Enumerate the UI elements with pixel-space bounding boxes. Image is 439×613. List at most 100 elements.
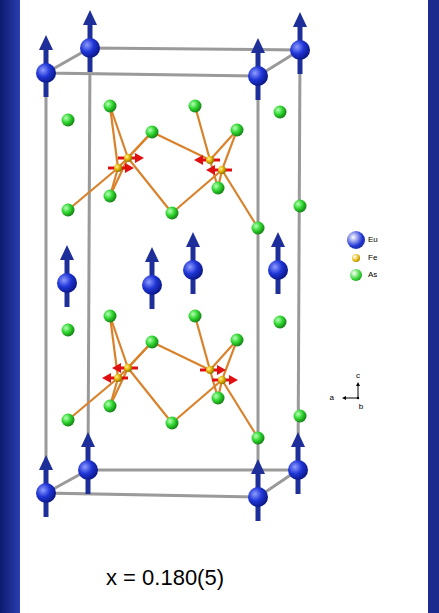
slide-border bbox=[428, 0, 439, 613]
axis-arrow bbox=[342, 396, 346, 400]
eu-atom bbox=[78, 460, 98, 480]
as-atom bbox=[146, 126, 159, 139]
slide-panel bbox=[20, 0, 428, 613]
eu-atom bbox=[268, 260, 288, 280]
as-atom bbox=[212, 392, 225, 405]
fe-atom bbox=[206, 366, 214, 374]
as-atom bbox=[212, 182, 225, 195]
fe-atom bbox=[206, 156, 214, 164]
legend-swatch bbox=[347, 231, 365, 249]
eu-atom bbox=[183, 260, 203, 280]
as-atom bbox=[252, 432, 265, 445]
axis-arrow bbox=[344, 398, 358, 399]
cell-edge bbox=[88, 48, 90, 470]
cell-edge bbox=[45, 73, 48, 493]
fe-as-bond bbox=[68, 168, 118, 210]
as-atom bbox=[62, 324, 75, 337]
as-atom bbox=[274, 316, 287, 329]
as-atom bbox=[189, 310, 202, 323]
axis-origin bbox=[357, 397, 359, 399]
eu-moment-arrow bbox=[293, 12, 307, 27]
fe-as-bond bbox=[152, 342, 210, 370]
as-atom bbox=[62, 204, 75, 217]
legend-text: Fe bbox=[368, 254, 377, 262]
as-atom bbox=[231, 124, 244, 137]
as-atom bbox=[62, 414, 75, 427]
axis-arrow bbox=[358, 384, 359, 398]
fe-moment-arrow bbox=[135, 153, 144, 163]
as-atom bbox=[104, 400, 117, 413]
legend-text: Eu bbox=[368, 236, 378, 244]
fe-moment-arrow bbox=[229, 375, 238, 385]
eu-moment-arrow bbox=[83, 10, 97, 25]
eu-atom bbox=[142, 275, 162, 295]
as-atom bbox=[294, 200, 307, 213]
axis-label: c bbox=[356, 372, 360, 380]
fe-as-bond bbox=[128, 158, 172, 213]
as-atom bbox=[104, 310, 117, 323]
eu-moment-arrow bbox=[291, 432, 305, 447]
composition-label: x = 0.180(5) bbox=[106, 567, 224, 589]
as-atom bbox=[274, 106, 287, 119]
eu-atom bbox=[248, 487, 268, 507]
fe-as-bond bbox=[118, 132, 152, 168]
fe-atom bbox=[218, 376, 226, 384]
as-atom bbox=[146, 336, 159, 349]
eu-atom bbox=[288, 460, 308, 480]
eu-moment-arrow bbox=[39, 35, 53, 50]
eu-atom bbox=[36, 483, 56, 503]
as-atom bbox=[104, 190, 117, 203]
fe-as-bond bbox=[110, 316, 128, 368]
fe-atom bbox=[218, 166, 226, 174]
fe-as-bond bbox=[118, 342, 152, 378]
axis-label: b bbox=[359, 403, 363, 411]
as-atom bbox=[189, 100, 202, 113]
fe-as-bond bbox=[222, 170, 258, 228]
eu-moment-arrow bbox=[81, 432, 95, 447]
fe-moment-arrow bbox=[112, 363, 121, 373]
as-atom bbox=[294, 410, 307, 423]
fe-atom bbox=[114, 374, 122, 382]
eu-atom bbox=[290, 40, 310, 60]
eu-moment-arrow bbox=[145, 247, 159, 262]
eu-atom bbox=[80, 38, 100, 58]
legend-swatch bbox=[352, 254, 360, 262]
slide-border bbox=[0, 0, 20, 613]
fe-atom bbox=[124, 364, 132, 372]
as-atom bbox=[252, 222, 265, 235]
as-atom bbox=[231, 334, 244, 347]
as-atom bbox=[104, 100, 117, 113]
eu-atom bbox=[36, 63, 56, 83]
fe-as-bond bbox=[128, 368, 172, 423]
fe-as-bond bbox=[222, 380, 258, 438]
eu-moment-arrow bbox=[251, 38, 265, 53]
legend-text: As bbox=[368, 271, 377, 279]
fe-moment-arrow bbox=[217, 365, 226, 375]
as-atom bbox=[62, 114, 75, 127]
fe-moment-arrow bbox=[206, 165, 215, 175]
fe-moment-arrow bbox=[125, 163, 134, 173]
fe-as-bond bbox=[110, 106, 128, 158]
axis-label: a bbox=[330, 394, 334, 402]
eu-moment-arrow bbox=[271, 232, 285, 247]
eu-moment-arrow bbox=[186, 232, 200, 247]
fe-atom bbox=[124, 154, 132, 162]
eu-atom bbox=[248, 66, 268, 86]
fe-as-bond bbox=[195, 316, 210, 370]
fe-as-bond bbox=[68, 378, 118, 420]
as-atom bbox=[166, 417, 179, 430]
fe-as-bond bbox=[195, 106, 210, 160]
eu-moment-arrow bbox=[39, 455, 53, 470]
fe-moment-arrow bbox=[194, 155, 203, 165]
eu-moment-arrow bbox=[251, 459, 265, 474]
legend-swatch bbox=[350, 269, 362, 281]
fe-moment-arrow bbox=[102, 373, 111, 383]
eu-atom bbox=[57, 273, 77, 293]
fe-as-bond bbox=[152, 132, 210, 160]
as-atom bbox=[166, 207, 179, 220]
cell-edge bbox=[298, 50, 300, 470]
eu-moment-arrow bbox=[60, 245, 74, 260]
axis-arrow bbox=[356, 382, 360, 386]
fe-atom bbox=[114, 164, 122, 172]
